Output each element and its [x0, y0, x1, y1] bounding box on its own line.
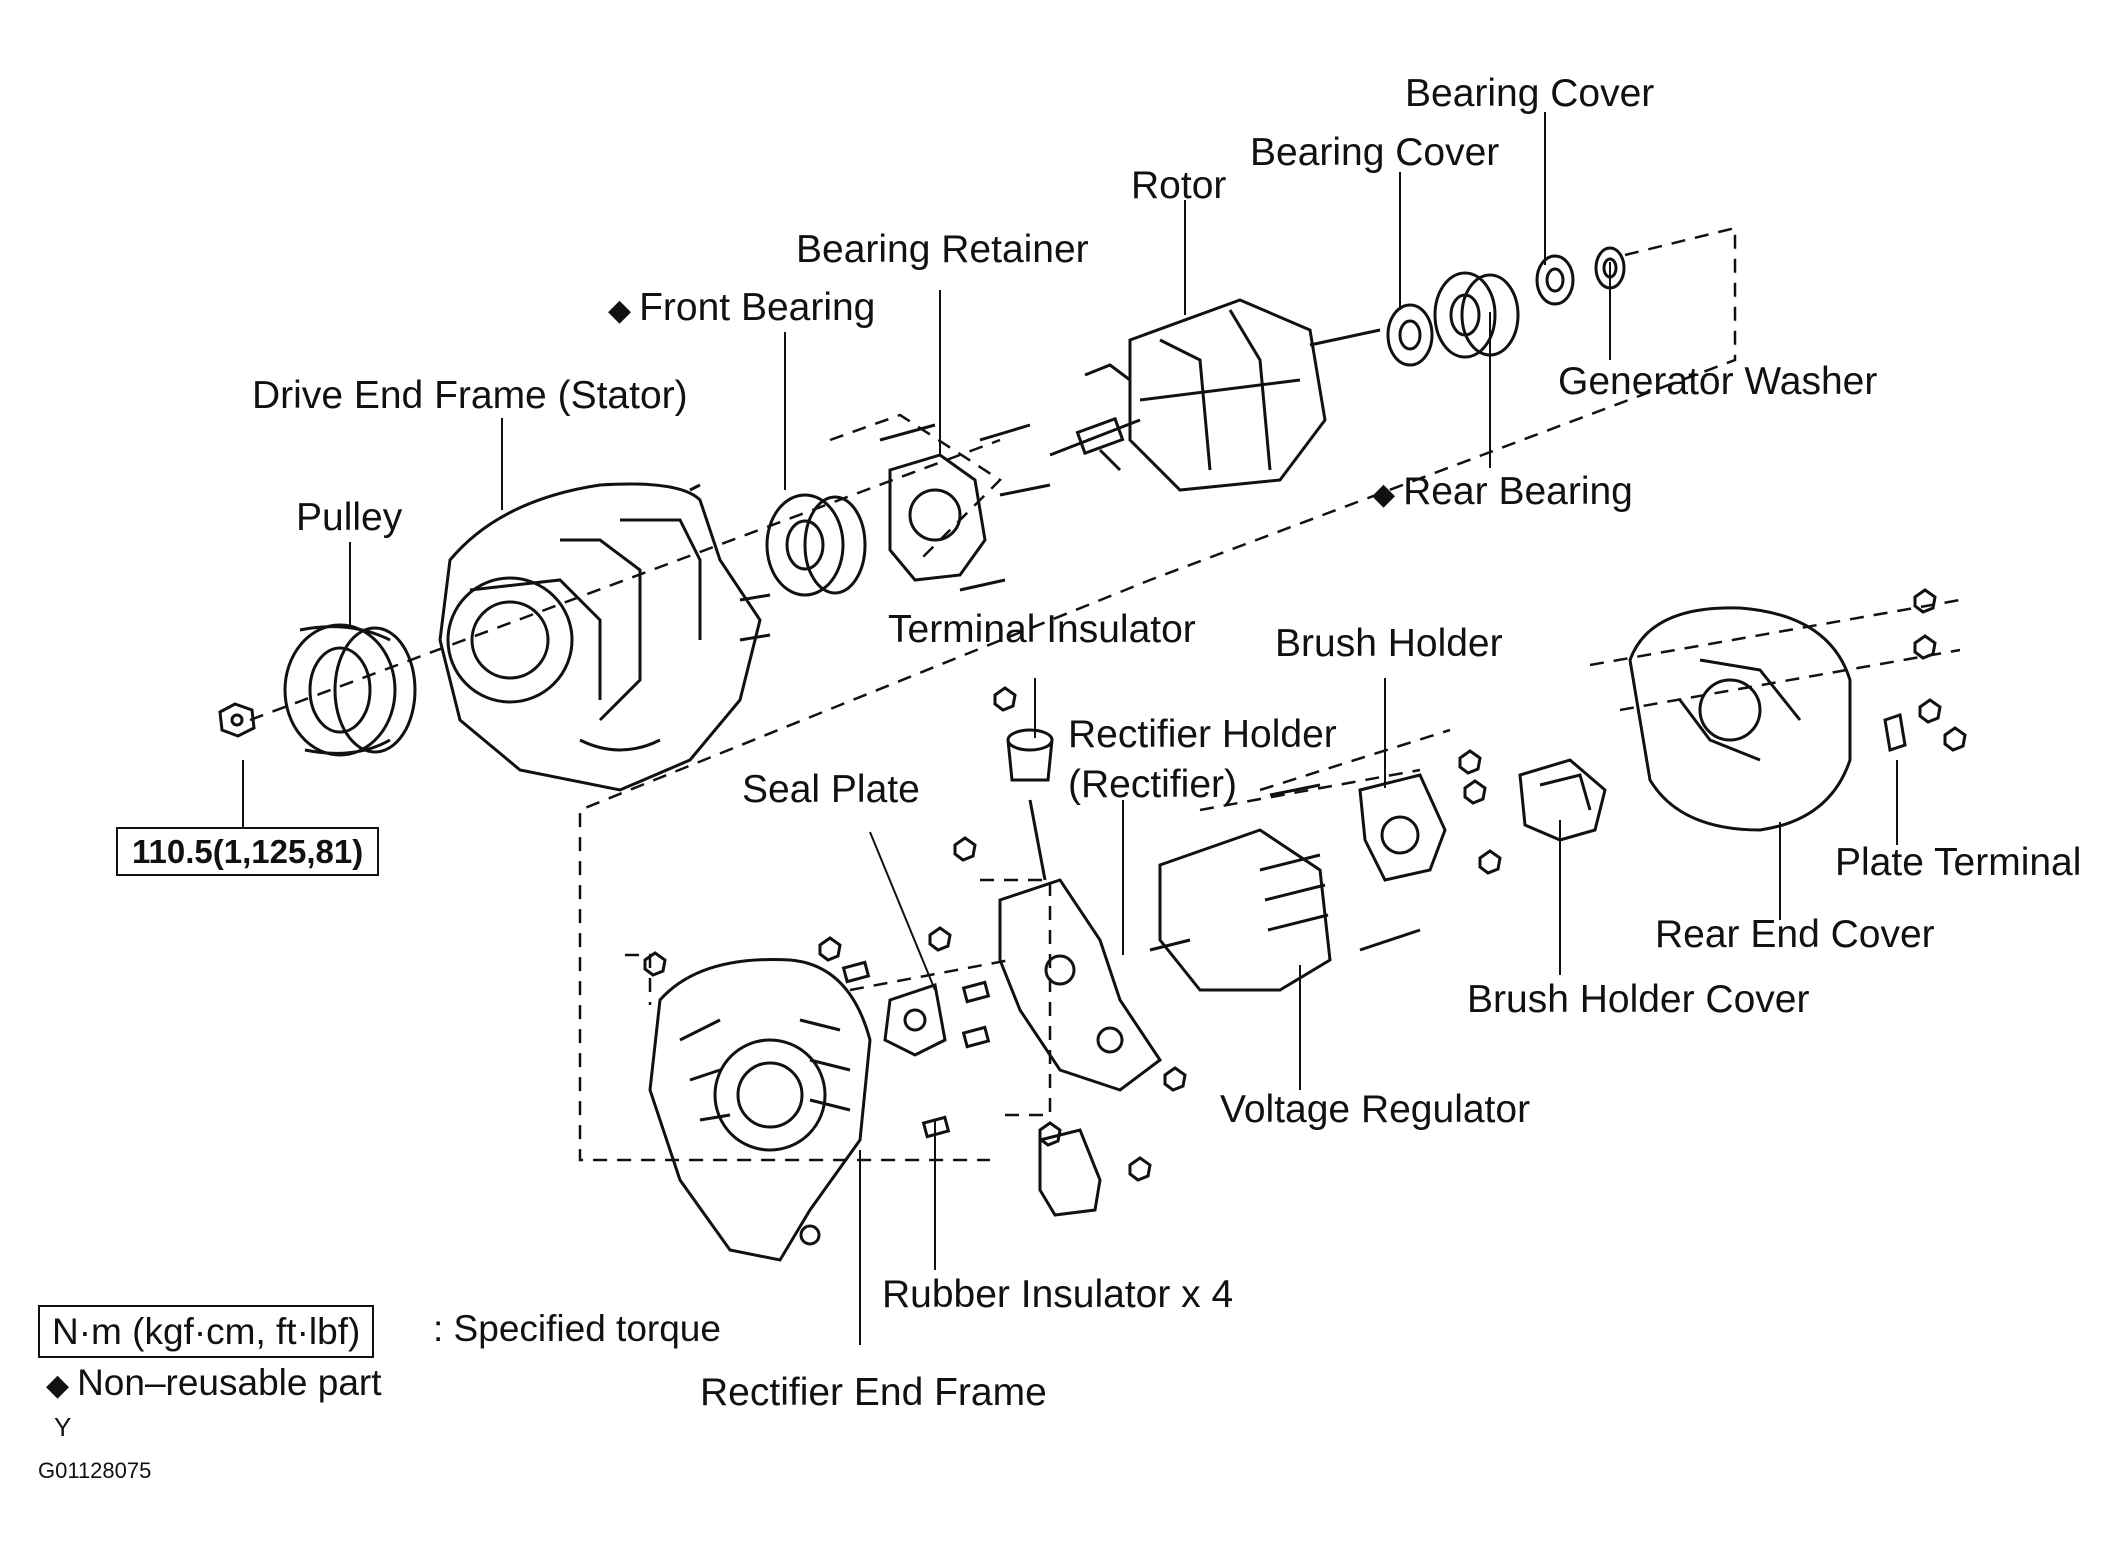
label-rectifier-end-frame: Rectifier End Frame — [700, 1371, 1047, 1414]
generator-washer — [1594, 246, 1626, 290]
label-drive-end-frame: Drive End Frame (Stator) — [252, 374, 688, 417]
legend-non-reusable-text: Non–reusable part — [77, 1362, 382, 1403]
front-bearing — [765, 493, 867, 597]
label-rear-bearing: ◆Rear Bearing — [1372, 472, 1633, 511]
torque-spec-box: 110.5(1,125,81) — [116, 827, 380, 876]
label-voltage-regulator: Voltage Regulator — [1220, 1088, 1531, 1131]
label-front-bearing-text: Front Bearing — [639, 286, 876, 329]
label-rectifier-holder: Rectifier Holder — [1068, 713, 1337, 756]
footer-code-letter: Y — [54, 1412, 72, 1442]
label-plate-terminal: Plate Terminal — [1835, 841, 2082, 884]
bearing-retainer — [879, 423, 1051, 592]
rear-end-cover — [1628, 606, 1852, 832]
non-reusable-diamond-icon: ◆ — [46, 1369, 70, 1402]
legend-non-reusable: ◆Non–reusable part — [46, 1364, 382, 1401]
lower-bracket — [1038, 1128, 1152, 1217]
label-rotor: Rotor — [1131, 164, 1227, 207]
brush-holder — [1269, 749, 1502, 882]
label-bearing-retainer: Bearing Retainer — [796, 228, 1089, 271]
footer-figure-id: G01128075 — [38, 1458, 152, 1483]
terminal-insulator — [993, 686, 1054, 782]
rectifier-holder — [928, 799, 1187, 1147]
non-reusable-diamond-icon: ◆ — [1372, 478, 1396, 511]
label-pulley: Pulley — [296, 496, 403, 539]
bearing-cover-outer — [1535, 254, 1575, 306]
rectifier-end-frame — [643, 936, 872, 1262]
voltage-regulator — [1149, 828, 1421, 992]
label-bearing-cover: Bearing Cover — [1250, 131, 1500, 174]
drive-end-frame-stator — [438, 482, 771, 792]
plate-terminal — [1883, 588, 1967, 752]
label-terminal-insulator: Terminal Insulator — [888, 608, 1196, 651]
bearing-cover-inner — [1386, 303, 1434, 367]
rotor — [1049, 298, 1381, 492]
label-brush-holder: Brush Holder — [1275, 622, 1503, 665]
rear-bearing — [1433, 271, 1520, 359]
label-seal-plate: Seal Plate — [742, 768, 920, 811]
pulley — [283, 623, 417, 757]
label-front-bearing: ◆Front Bearing — [608, 288, 875, 327]
legend-torque-text: : Specified torque — [433, 1308, 721, 1349]
label-rubber-insulator: Rubber Insulator x 4 — [882, 1273, 1234, 1316]
leader-lines — [242, 112, 1898, 1345]
label-generator-washer: Generator Washer — [1558, 360, 1878, 403]
non-reusable-diamond-icon: ◆ — [608, 294, 632, 327]
legend-torque-units-box: N·m (kgf·cm, ft·lbf) — [38, 1305, 375, 1358]
label-bearing-cover-top: Bearing Cover — [1405, 72, 1655, 115]
label-rear-end-cover: Rear End Cover — [1655, 913, 1935, 956]
label-rectifier-holder-sub: (Rectifier) — [1068, 763, 1238, 806]
assembly-guide-lines — [249, 226, 1961, 1162]
label-rear-bearing-text: Rear Bearing — [1403, 470, 1633, 513]
rubber-insulators — [841, 960, 991, 1139]
brush-holder-cover — [1518, 758, 1607, 842]
seal-plate — [883, 983, 947, 1057]
pulley-nut — [218, 702, 256, 738]
label-brush-holder-cover: Brush Holder Cover — [1467, 978, 1810, 1021]
